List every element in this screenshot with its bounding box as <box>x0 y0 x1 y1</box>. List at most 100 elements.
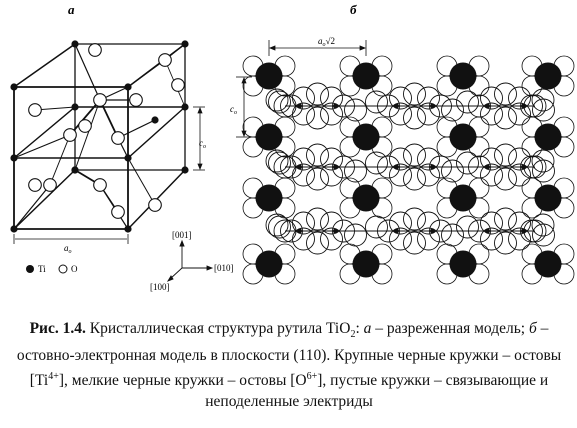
direction-010-label: [010] <box>214 263 234 273</box>
electron-circle <box>320 147 343 171</box>
oxygen-atom <box>111 205 125 219</box>
electron-circle <box>508 147 531 171</box>
oxygen-core <box>394 103 399 109</box>
electron-circle <box>520 219 543 243</box>
electron-circle <box>429 94 452 118</box>
electron-circle <box>389 147 412 171</box>
electron-circle <box>523 155 547 179</box>
electron-circle <box>532 223 555 247</box>
ti-core <box>352 184 380 212</box>
electron-circle <box>417 102 440 126</box>
electron-circle <box>494 207 517 231</box>
ti-atom <box>124 225 132 233</box>
electron-circle <box>417 211 440 235</box>
electron-circle <box>441 159 464 183</box>
electron-circle <box>403 143 426 167</box>
ti-atom <box>10 154 18 162</box>
electron-circle <box>280 94 303 118</box>
electron-circle <box>508 211 531 235</box>
oxygen-atom <box>93 93 107 107</box>
electron-circle <box>417 147 440 171</box>
electron-circle <box>403 106 426 130</box>
panel-a-label: а <box>68 2 75 17</box>
ti-atom <box>124 154 132 162</box>
oxygen-atom <box>129 93 143 107</box>
panel-b-dimension-a-label: ao√2 <box>318 36 335 48</box>
electron-circle <box>320 86 343 110</box>
electron-circle <box>531 213 555 237</box>
electron-circle <box>480 227 503 251</box>
ti-core <box>534 250 562 278</box>
electron-circle <box>417 86 440 110</box>
electron-circle <box>417 163 440 187</box>
ti-atom <box>124 83 132 91</box>
panel-a-axis-c-label: co <box>199 138 206 150</box>
oxygen-atom <box>88 43 102 57</box>
electron-circle <box>531 88 555 112</box>
figure-caption: Рис. 1.4. Кристаллическая структура рути… <box>16 320 562 411</box>
direction-100-label: [100] <box>150 282 170 292</box>
oxygen-atom <box>158 53 172 67</box>
figure-rutile-structure: а б <box>10 2 575 292</box>
ti-core <box>255 62 283 90</box>
electron-circle <box>306 82 329 106</box>
electron-circle <box>403 231 426 255</box>
ti-atom <box>71 103 79 111</box>
ti-core <box>449 123 477 151</box>
electron-circle <box>365 90 388 114</box>
ti-core <box>449 184 477 212</box>
oxygen-atom <box>78 119 92 133</box>
ti-core <box>255 250 283 278</box>
legend-o-label: O <box>71 264 78 274</box>
electron-circle <box>320 211 343 235</box>
oxygen-atom <box>171 78 185 92</box>
electron-circle <box>403 82 426 106</box>
oxygen-core <box>297 164 302 170</box>
electron-circle <box>468 219 491 243</box>
electron-circle <box>523 219 547 243</box>
ti-core <box>352 123 380 151</box>
caption-label: Рис. 1.4. <box>29 320 86 337</box>
electron-circle <box>441 98 464 122</box>
electron-circle <box>344 159 367 183</box>
ti-core <box>352 250 380 278</box>
oxygen-core <box>297 228 302 234</box>
electron-circle <box>480 163 503 187</box>
ti-atom <box>10 225 18 233</box>
oxygen-core <box>394 164 399 170</box>
oxygen-core <box>394 228 399 234</box>
electron-circle <box>306 143 329 167</box>
electron-circle <box>306 167 329 191</box>
ti-atom <box>181 166 189 174</box>
oxygen-core <box>430 164 435 170</box>
electron-circle <box>508 102 531 126</box>
electron-circle <box>377 155 400 179</box>
ti-legend-marker <box>26 265 34 273</box>
electron-circle <box>456 90 479 114</box>
oxygen-core <box>485 103 490 109</box>
ti-core <box>534 184 562 212</box>
electron-circle <box>429 155 452 179</box>
ti-atom <box>10 83 18 91</box>
ti-atom <box>71 40 79 48</box>
panel-a-dimension-a <box>13 234 129 244</box>
oxygen-atom <box>63 128 77 142</box>
electron-circle <box>280 219 303 243</box>
electron-circle <box>508 86 531 110</box>
electron-circle <box>268 151 291 175</box>
electron-circle <box>377 219 400 243</box>
legend-ti-label: Ti <box>38 264 46 274</box>
oxygen-core <box>430 103 435 109</box>
panel-b-dimension-c-label: co <box>230 104 237 116</box>
panel-b-dimension-a <box>268 40 367 56</box>
electron-circle <box>403 167 426 191</box>
electron-circle <box>494 143 517 167</box>
panel-b-dimension-c <box>236 76 252 138</box>
panel-a-atoms <box>10 40 189 233</box>
ti-core <box>449 62 477 90</box>
oxygen-atom <box>111 131 125 145</box>
oxygen-atom <box>43 178 57 192</box>
oxygen-core <box>333 228 338 234</box>
electron-circle <box>389 211 412 235</box>
electron-circle <box>306 106 329 130</box>
